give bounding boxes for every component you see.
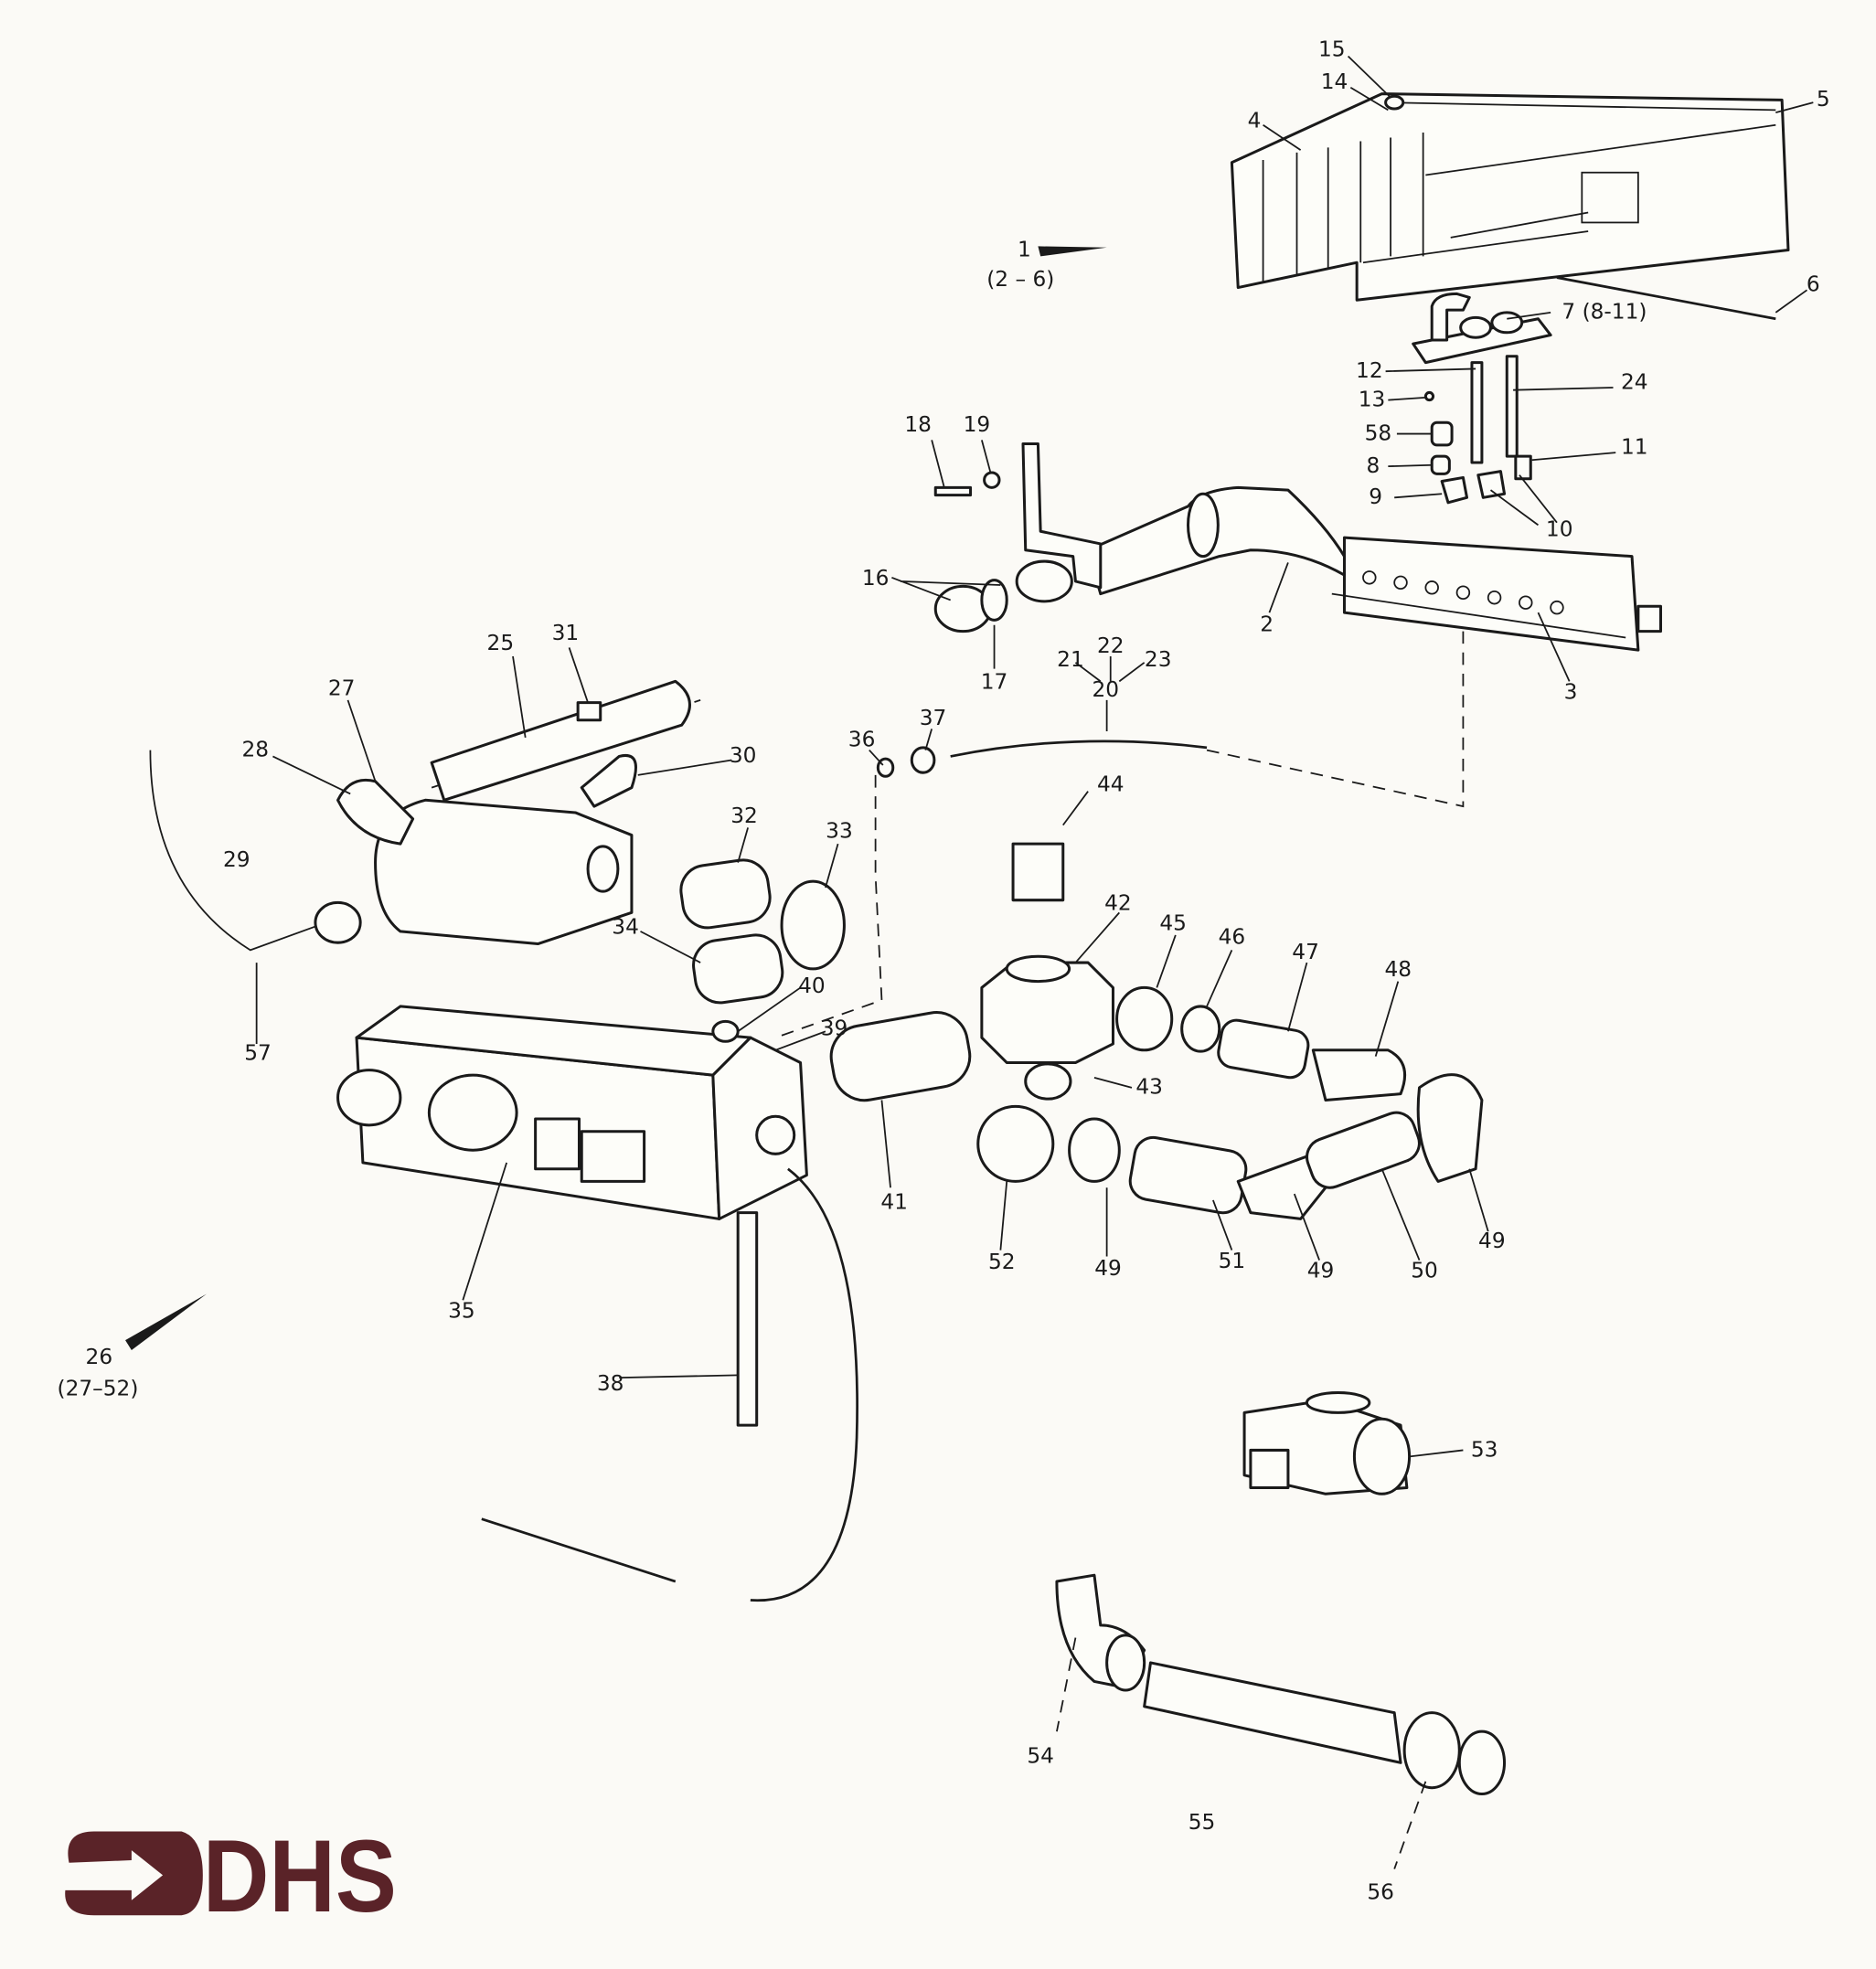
callout-label: 24 bbox=[1621, 369, 1648, 394]
callout-label: 36 bbox=[848, 727, 876, 751]
bracket bbox=[933, 442, 1103, 590]
callout-label: 47 bbox=[1292, 940, 1319, 964]
callout-label: 35 bbox=[448, 1298, 475, 1323]
callout-label: 30 bbox=[730, 743, 757, 768]
callout-label: 34 bbox=[612, 915, 639, 940]
callout-label: 19 bbox=[964, 412, 991, 437]
callout-label: 32 bbox=[730, 804, 758, 828]
callout-label: 29 bbox=[223, 847, 250, 872]
callout-label: 41 bbox=[880, 1189, 908, 1214]
callout-label: 20 bbox=[1092, 677, 1119, 702]
callout-label: 56 bbox=[1367, 1879, 1394, 1904]
callout-label: 1 bbox=[1018, 237, 1031, 261]
callout-label: 26 bbox=[86, 1345, 113, 1369]
callout-label: 43 bbox=[1135, 1075, 1163, 1100]
callout-label: 13 bbox=[1359, 387, 1386, 411]
callout-label: 44 bbox=[1097, 772, 1125, 797]
burner-manifold bbox=[1086, 485, 1662, 652]
callout-label: 53 bbox=[1471, 1437, 1498, 1462]
pipe-fittings bbox=[829, 842, 1484, 1220]
callout-label: 45 bbox=[1159, 911, 1187, 936]
callout-label: 27 bbox=[328, 676, 356, 700]
assembly-arrow-icon bbox=[1038, 246, 1107, 257]
callout-label: 8 bbox=[1367, 453, 1380, 478]
callout-label: 22 bbox=[1097, 633, 1125, 658]
inlet-pipework bbox=[1055, 1573, 1507, 1869]
callout-label: 25 bbox=[487, 631, 515, 655]
callout-label: 28 bbox=[241, 737, 269, 761]
callout-label: 51 bbox=[1219, 1249, 1246, 1273]
callout-label: 46 bbox=[1219, 925, 1246, 950]
callout-label: 9 bbox=[1369, 484, 1382, 509]
callout-label: 40 bbox=[798, 974, 826, 998]
callout-label: 10 bbox=[1546, 517, 1573, 542]
rod bbox=[1556, 276, 1776, 321]
callout-label: 3 bbox=[1564, 679, 1578, 704]
callout-label: 16 bbox=[862, 566, 890, 591]
callout-label: 49 bbox=[1478, 1229, 1506, 1253]
pilot-tube bbox=[950, 740, 1208, 758]
callout-label: 6 bbox=[1807, 272, 1820, 297]
callout-label: 42 bbox=[1104, 891, 1132, 916]
callout-label: 2 bbox=[1260, 612, 1274, 637]
callout-label: 7 (8-11) bbox=[1562, 300, 1647, 325]
solenoid-valve bbox=[149, 679, 691, 952]
callout-label: 17 bbox=[981, 670, 1008, 695]
leader-lines bbox=[255, 55, 1814, 1458]
callout-label: 48 bbox=[1384, 957, 1412, 982]
callout-label: 39 bbox=[821, 1016, 848, 1040]
callout-label: 4 bbox=[1248, 108, 1262, 133]
callout-label: 55 bbox=[1188, 1810, 1216, 1835]
gas-control-valve bbox=[336, 1005, 858, 1602]
callout-label: 18 bbox=[904, 412, 932, 437]
pilot-assembly bbox=[1412, 292, 1552, 505]
heat-exchanger bbox=[1230, 92, 1790, 302]
callout-label: 14 bbox=[1321, 69, 1348, 94]
arrow-logo-icon bbox=[65, 1831, 203, 1916]
callout-label: 58 bbox=[1365, 420, 1392, 445]
callout-label: 5 bbox=[1817, 87, 1830, 112]
callout-label: 57 bbox=[244, 1041, 272, 1066]
callout-label: 38 bbox=[597, 1371, 624, 1396]
callout-label: 52 bbox=[988, 1250, 1016, 1274]
callout-label: (2 – 6) bbox=[986, 267, 1054, 292]
callout-label: 11 bbox=[1621, 434, 1648, 459]
callout-label: 12 bbox=[1356, 358, 1383, 383]
callout-label: 49 bbox=[1307, 1259, 1335, 1283]
logo-text: DHS bbox=[203, 1818, 397, 1933]
callout-label: 21 bbox=[1057, 647, 1084, 672]
callout-label: 23 bbox=[1145, 647, 1172, 672]
callout-label: 49 bbox=[1094, 1256, 1122, 1281]
callout-label: (27–52) bbox=[58, 1376, 139, 1400]
callout-label: 54 bbox=[1027, 1743, 1054, 1768]
callout-label: 33 bbox=[826, 818, 853, 843]
callout-label: 31 bbox=[552, 621, 580, 645]
callout-label: 37 bbox=[920, 706, 947, 730]
callout-label: 15 bbox=[1318, 37, 1346, 62]
assembly-arrow-icon bbox=[125, 1293, 207, 1351]
dhs-logo: DHS bbox=[65, 1818, 397, 1933]
callout-label: 50 bbox=[1411, 1259, 1438, 1283]
isolation-valve bbox=[1242, 1391, 1412, 1495]
